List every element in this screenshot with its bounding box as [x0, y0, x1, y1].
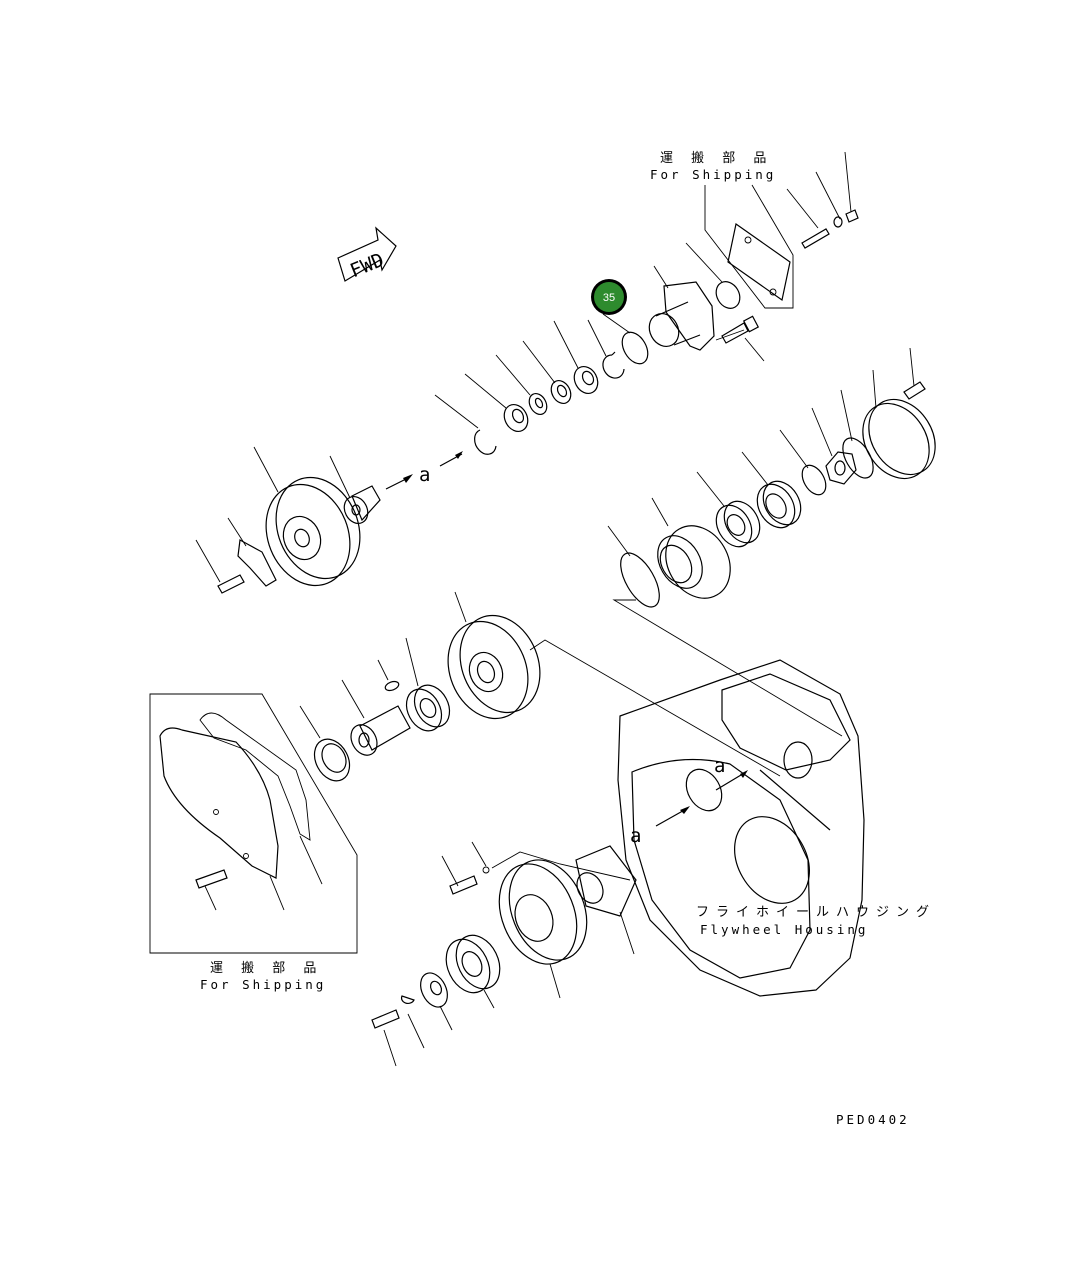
- bearing-retainer: [648, 265, 715, 351]
- bearing-middle: [405, 637, 451, 732]
- idler-shaft: [341, 679, 411, 756]
- bearing-right-upper: [741, 451, 802, 529]
- svg-text:35: 35: [603, 292, 615, 304]
- thrust-ring: [299, 705, 351, 782]
- idler-gear-upper: [253, 446, 361, 587]
- gear-bottom: [498, 859, 588, 999]
- callout-35[interactable]: 35: [591, 279, 627, 315]
- ref-a-upper: a: [419, 464, 430, 486]
- bearing-bottom: [445, 934, 501, 1009]
- bearing-right-mid: [696, 471, 761, 548]
- idler-gear-middle: [447, 591, 781, 777]
- bolt-top-right: [786, 151, 859, 249]
- shipping-cover-plate-top: [727, 222, 791, 302]
- shipping-bottom-en: For Shipping: [200, 977, 326, 992]
- shipping-cover-plate-bottom: [159, 712, 323, 911]
- housing-ja: フライホイールハウジング: [696, 905, 936, 920]
- shipping-bottom-ja: 運 搬 部 品: [210, 961, 323, 976]
- ref-a-housing-top: a: [714, 755, 725, 777]
- flywheel-housing: [617, 659, 865, 997]
- cage-right: [651, 497, 731, 599]
- washer-bottom: [420, 972, 453, 1031]
- fwd-label: FWD: [347, 249, 387, 282]
- shipping-top-ja: 運 搬 部 品: [660, 151, 773, 166]
- pto-cover: [862, 347, 936, 480]
- stub-shaft: [329, 455, 381, 524]
- shipping-top-en: For Shipping: [650, 167, 776, 182]
- shaft-bottom: [575, 845, 637, 955]
- drawing-code: PED0402: [836, 1112, 910, 1127]
- housing-en: Flywheel Housing: [700, 922, 868, 937]
- fwd-arrow-icon: FWD: [337, 226, 397, 282]
- ref-a-housing-left: a: [630, 825, 641, 847]
- bearing-row-upper: [434, 320, 599, 455]
